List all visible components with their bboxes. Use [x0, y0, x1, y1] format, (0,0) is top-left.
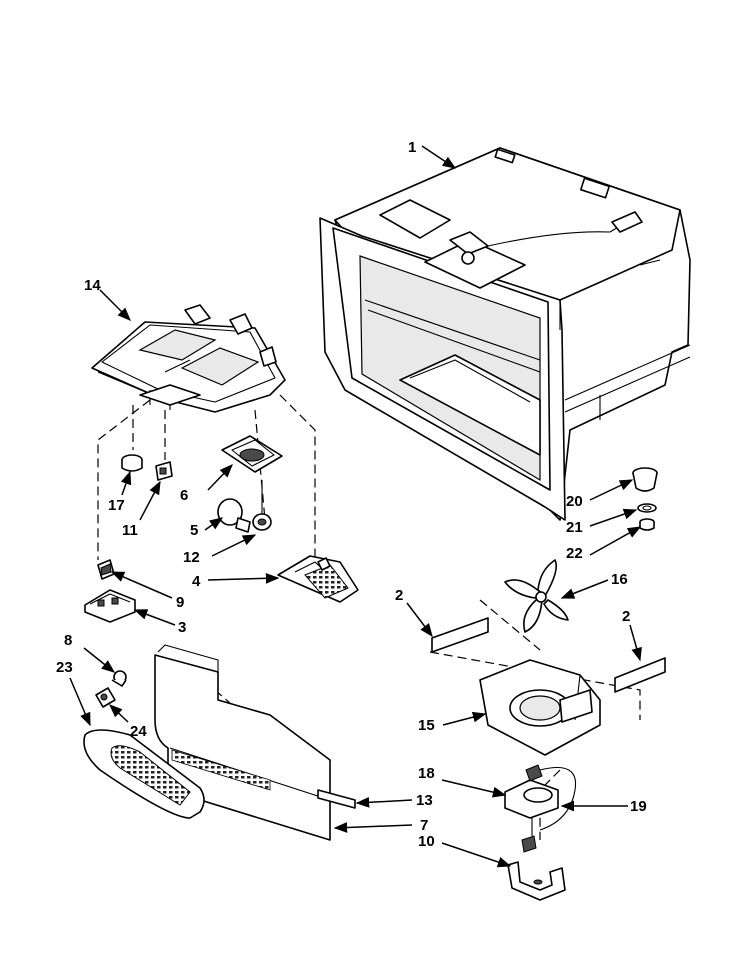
callout-14: 14	[84, 277, 101, 294]
callout-24: 24	[130, 723, 147, 740]
callout-10: 10	[418, 833, 435, 850]
callout-3: 3	[178, 619, 186, 636]
part-2-pad-left	[431, 617, 489, 653]
callout-15: 15	[418, 717, 435, 734]
part-13-foam-strip	[317, 789, 356, 809]
callout-11: 11	[122, 522, 138, 539]
part-6-lens	[221, 435, 283, 473]
callout-5: 5	[190, 522, 198, 539]
callout-9: 9	[176, 594, 184, 611]
callout-12: 12	[183, 549, 200, 566]
part-4-light-cover	[277, 555, 359, 603]
part-8-screw	[111, 670, 127, 687]
part-2-pad-right	[614, 657, 666, 693]
part-17-grommet	[121, 454, 143, 472]
callout-2b: 2	[622, 608, 630, 625]
part-15-fan-shroud	[479, 659, 601, 756]
part-21-washer	[637, 503, 657, 513]
part-16-fan-blade	[504, 559, 569, 633]
part-10-bracket	[507, 861, 566, 901]
part-9-connector	[97, 559, 115, 580]
part-12-socket	[252, 480, 272, 531]
callout-1: 1	[408, 139, 416, 156]
leader-lines	[69, 145, 642, 868]
callout-22: 22	[566, 545, 583, 562]
part-11-switch	[155, 461, 173, 481]
freezer-liner-part	[319, 147, 691, 521]
callout-23: 23	[56, 659, 73, 676]
callout-16: 16	[611, 571, 628, 588]
part-24-clip	[95, 687, 116, 708]
part-19-wire-harness	[539, 766, 577, 831]
callout-8: 8	[64, 632, 72, 649]
callout-20: 20	[566, 493, 583, 510]
callout-labels: 1 14 17 11 6 5 12 4 9 3 8 23 24 13 7 2 2…	[56, 139, 647, 850]
callout-4: 4	[192, 573, 201, 590]
callout-18: 18	[418, 765, 435, 782]
callout-6: 6	[180, 487, 188, 504]
part-20-cap	[632, 467, 658, 492]
callout-13: 13	[416, 792, 433, 809]
part-18-motor	[504, 764, 559, 853]
callout-7: 7	[420, 817, 428, 834]
control-housing-part	[91, 304, 286, 413]
part-5-bulb	[217, 498, 251, 533]
callout-19: 19	[630, 798, 647, 815]
callout-17: 17	[108, 497, 125, 514]
callout-2a: 2	[395, 587, 403, 604]
part-23-air-grille	[83, 729, 205, 819]
part-3-control-board	[84, 589, 136, 623]
callout-21: 21	[566, 519, 583, 536]
part-22-bushing	[639, 518, 655, 531]
